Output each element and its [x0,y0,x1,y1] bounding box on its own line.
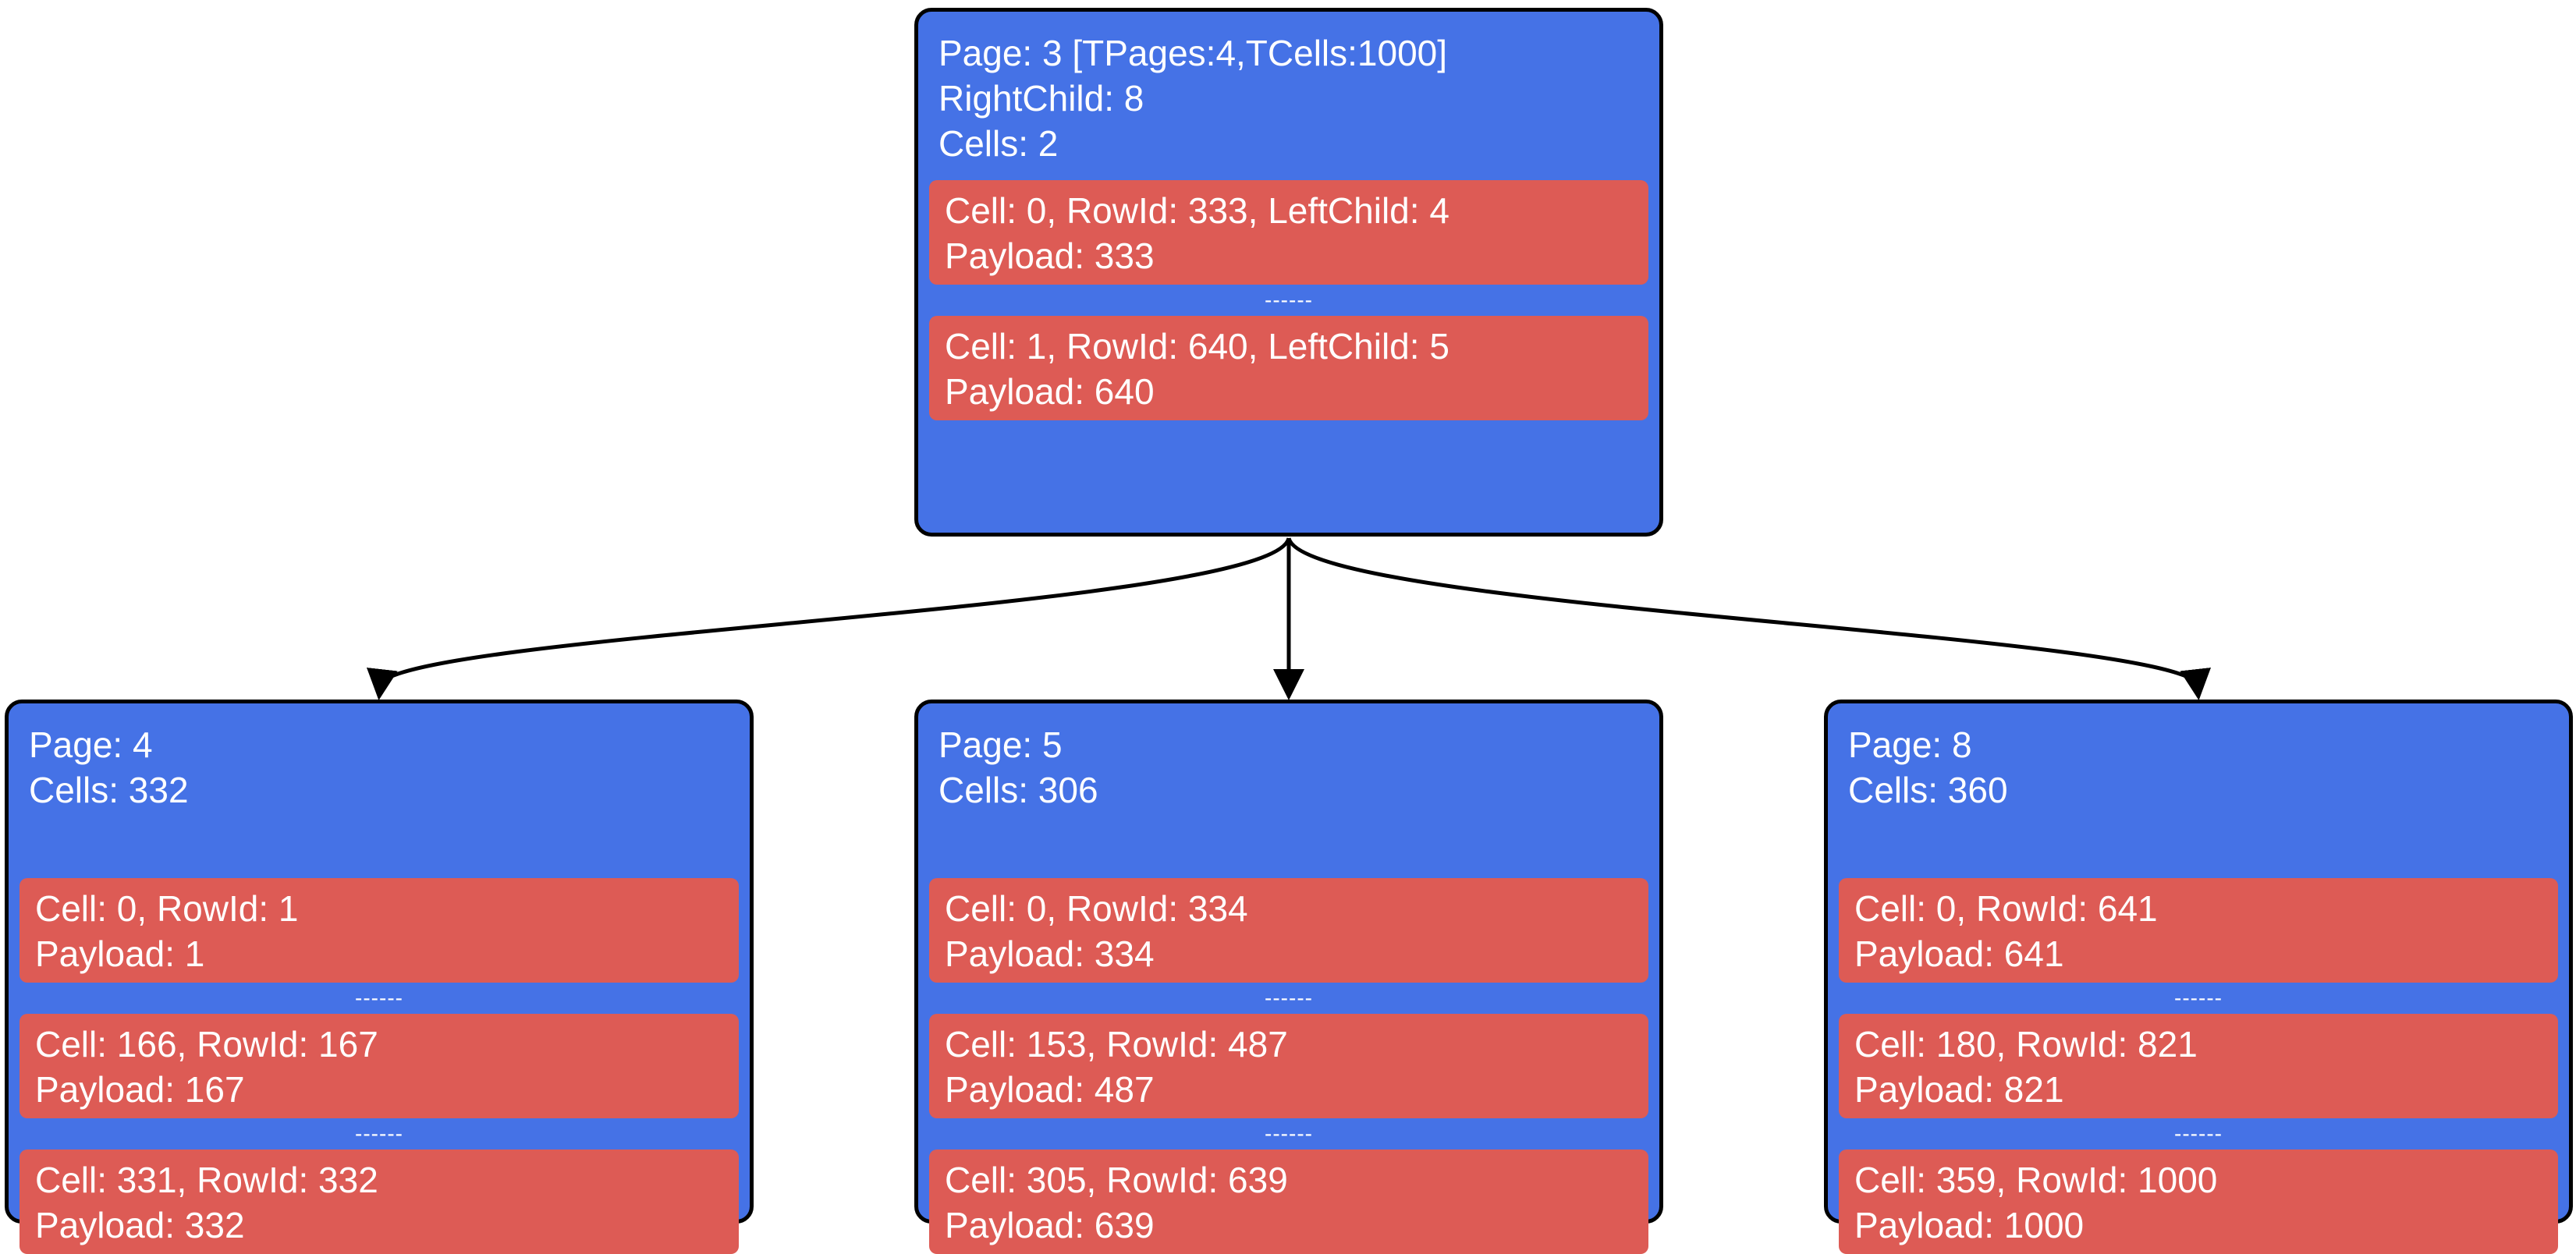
page-header: Page: 5 Cells: 306 [929,722,1648,813]
cell-box: Cell: 1, RowId: 640, LeftChild: 5 Payloa… [929,316,1648,420]
cell-payload: Payload: 167 [35,1069,245,1110]
page-header-line-cell-count: Cells: 2 [939,123,1059,164]
cell-info: Cell: 153, RowId: 487 [945,1024,1288,1064]
cell-list: Cell: 0, RowId: 333, LeftChild: 4 Payloa… [929,180,1648,420]
page-header: Page: 3 [TPages:4,TCells:1000] RightChil… [929,30,1648,166]
cell-list: Cell: 0, RowId: 641 Payload: 641 ------ … [1839,878,2558,1254]
cell-box: Cell: 0, RowId: 333, LeftChild: 4 Payloa… [929,180,1648,285]
cell-separator: ------ [355,1121,403,1146]
edge-to-page-8 [1286,537,2212,700]
cell-info: Cell: 180, RowId: 821 [1854,1024,2198,1064]
page-header: Page: 4 Cells: 332 [20,722,739,813]
cell-box: Cell: 0, RowId: 1 Payload: 1 [20,878,739,983]
cell-payload: Payload: 334 [945,933,1155,974]
cell-info: Cell: 0, RowId: 333, LeftChild: 4 [945,190,1449,231]
cell-info: Cell: 331, RowId: 332 [35,1160,378,1200]
cell-payload: Payload: 821 [1854,1069,2064,1110]
cell-info: Cell: 166, RowId: 167 [35,1024,378,1064]
cell-payload: Payload: 332 [35,1205,245,1245]
cell-payload: Payload: 640 [945,371,1155,412]
cell-info: Cell: 0, RowId: 641 [1854,888,2158,929]
cell-separator: ------ [1265,288,1313,312]
cell-separator: ------ [355,986,403,1010]
cell-box: Cell: 359, RowId: 1000 Payload: 1000 [1839,1150,2558,1254]
cell-info: Cell: 359, RowId: 1000 [1854,1160,2218,1200]
page-header-line-cell-count: Cells: 332 [29,770,189,810]
cell-payload: Payload: 1 [35,933,205,974]
cell-info: Cell: 1, RowId: 640, LeftChild: 5 [945,326,1449,367]
cell-list: Cell: 0, RowId: 334 Payload: 334 ------ … [929,878,1648,1254]
page-node-child-1: Page: 4 Cells: 332 Cell: 0, RowId: 1 Pay… [5,700,754,1254]
cell-payload: Payload: 639 [945,1205,1155,1245]
cell-info: Cell: 305, RowId: 639 [945,1160,1288,1200]
edge-to-page-4 [366,537,1291,700]
cell-payload: Payload: 1000 [1854,1205,2085,1245]
cell-separator: ------ [2174,1121,2223,1146]
page-header-line-title: Page: 5 [939,724,1063,765]
cell-separator: ------ [2174,986,2223,1010]
cell-box: Cell: 180, RowId: 821 Payload: 821 [1839,1014,2558,1118]
cell-separator: ------ [1265,986,1313,1010]
page-header-line-cell-count: Cells: 306 [939,770,1098,810]
cell-payload: Payload: 641 [1854,933,2064,974]
page-node-child-3: Page: 8 Cells: 360 Cell: 0, RowId: 641 P… [1824,700,2573,1254]
cell-payload: Payload: 333 [945,236,1155,276]
cell-info: Cell: 0, RowId: 334 [945,888,1248,929]
cell-payload: Payload: 487 [945,1069,1155,1110]
cell-box: Cell: 331, RowId: 332 Payload: 332 [20,1150,739,1254]
page-header-line-title: Page: 4 [29,724,153,765]
page-node-child-2: Page: 5 Cells: 306 Cell: 0, RowId: 334 P… [914,700,1663,1254]
page-node-root: Page: 3 [TPages:4,TCells:1000] RightChil… [914,8,1663,537]
page-header-line-cell-count: Cells: 360 [1848,770,2008,810]
cell-box: Cell: 305, RowId: 639 Payload: 639 [929,1150,1648,1254]
cell-separator: ------ [1265,1121,1313,1146]
page-header: Page: 8 Cells: 360 [1839,722,2558,813]
cell-box: Cell: 0, RowId: 334 Payload: 334 [929,878,1648,983]
page-header-line-title: Page: 3 [TPages:4,TCells:1000] [939,33,1448,73]
cell-list: Cell: 0, RowId: 1 Payload: 1 ------ Cell… [20,878,739,1254]
page-header-line-right-child: RightChild: 8 [939,78,1144,119]
cell-box: Cell: 166, RowId: 167 Payload: 167 [20,1014,739,1118]
cell-box: Cell: 153, RowId: 487 Payload: 487 [929,1014,1648,1118]
page-header-line-title: Page: 8 [1848,724,1972,765]
cell-info: Cell: 0, RowId: 1 [35,888,299,929]
cell-box: Cell: 0, RowId: 641 Payload: 641 [1839,878,2558,983]
